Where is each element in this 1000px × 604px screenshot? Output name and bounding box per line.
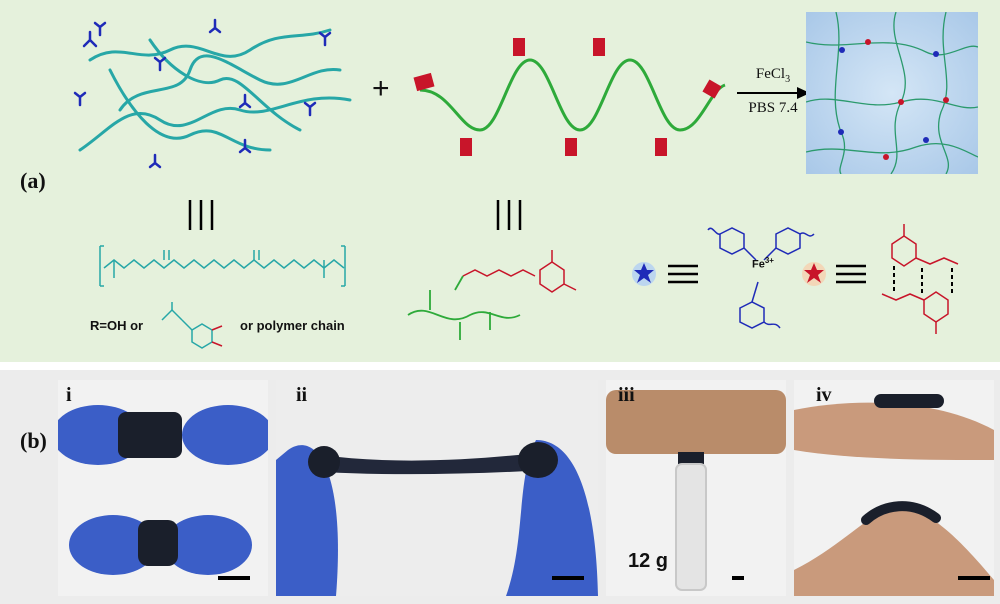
equals-symbol-2: [836, 264, 866, 284]
blue-star-icon: [632, 262, 656, 286]
photo-i: [58, 380, 268, 596]
photo-iii: [606, 380, 786, 596]
hydrogel-network-illustration: [806, 12, 978, 174]
r-group-suffix: or polymer chain: [240, 318, 345, 333]
equivalence-symbol-1: [188, 200, 214, 230]
catechol-substituent-structure: [161, 302, 223, 349]
panel-b-label: (b): [20, 428, 47, 453]
equivalence-symbol-2: [496, 200, 522, 230]
equals-symbol-1: [668, 264, 698, 284]
red-star-icon: [802, 262, 826, 286]
scale-bar-iii: [732, 576, 744, 580]
r-group-prefix: R=OH or: [90, 318, 144, 333]
upy-polymer-illustration: [413, 38, 726, 156]
photo-i-label: i: [66, 384, 72, 406]
upy-dimer-structure: [881, 224, 959, 334]
reaction-arrow: [737, 87, 810, 99]
photo-ii-label: ii: [296, 384, 308, 406]
fe-label: Fe3+: [752, 256, 774, 271]
condition-buffer: PBS 7.4: [748, 100, 798, 116]
panel-b: (b) i ii: [0, 370, 1000, 604]
photo-iv-label: iv: [816, 384, 832, 406]
photo-ii: [276, 380, 598, 596]
upy-structure: [407, 250, 577, 340]
fe-catechol-complex-structure: [707, 227, 815, 329]
panel-a-label: (a): [20, 168, 46, 193]
catechol-polymer-illustration: [73, 18, 352, 169]
panel-a: (a) +: [0, 0, 1000, 362]
polymer-backbone-structure: [99, 245, 346, 287]
plus-sign: +: [372, 72, 390, 105]
photo-iv: [794, 380, 994, 596]
scale-bar-i: [218, 576, 250, 580]
condition-reagent: FeCl3: [755, 66, 791, 85]
photo-iii-label: iii: [618, 384, 635, 406]
weight-label: 12 g: [628, 550, 669, 572]
scale-bar-ii: [552, 576, 584, 580]
scale-bar-iv: [958, 576, 990, 580]
panel-divider: [0, 362, 1000, 370]
